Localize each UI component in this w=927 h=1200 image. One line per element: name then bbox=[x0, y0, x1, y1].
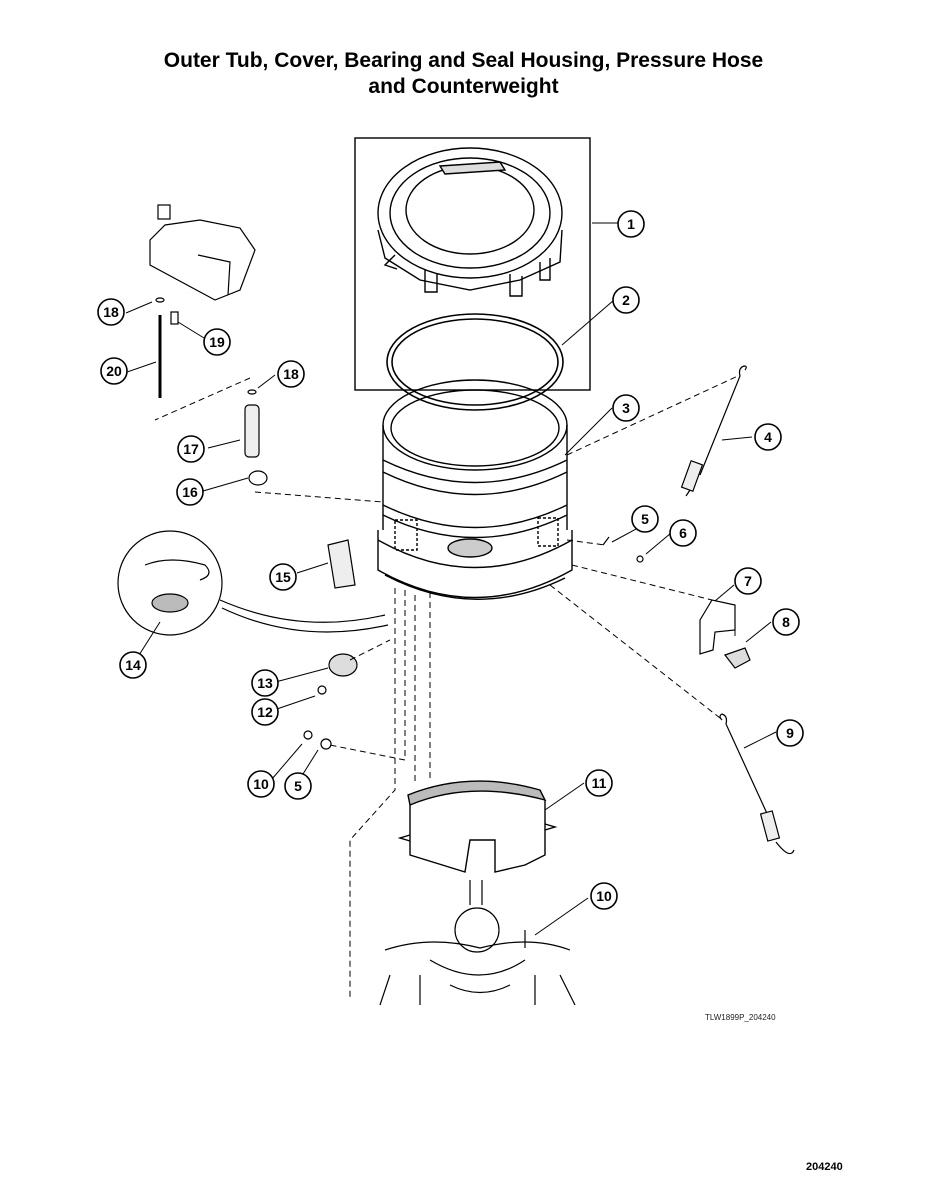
callout-1: 1 bbox=[617, 210, 645, 238]
callout-12: 12 bbox=[251, 698, 279, 726]
callout-circle bbox=[631, 505, 659, 533]
callout-circle bbox=[119, 651, 147, 679]
callout-10: 10 bbox=[247, 770, 275, 798]
callout-circle bbox=[100, 357, 128, 385]
callout-circle bbox=[177, 435, 205, 463]
callout-circle bbox=[590, 882, 618, 910]
callout-circle bbox=[776, 719, 804, 747]
callout-number: 5 bbox=[641, 511, 649, 527]
callout-circle bbox=[97, 298, 125, 326]
bearing-housing-lower bbox=[379, 880, 576, 1006]
clip-part bbox=[724, 647, 751, 669]
callout-16: 16 bbox=[176, 478, 204, 506]
callout-13: 13 bbox=[251, 669, 279, 697]
callout-7: 7 bbox=[734, 567, 762, 595]
callout-6: 6 bbox=[669, 519, 697, 547]
callout-circle bbox=[734, 567, 762, 595]
callout-3: 3 bbox=[612, 394, 640, 422]
callout-number: 1 bbox=[627, 216, 635, 232]
callout-number: 11 bbox=[592, 775, 607, 791]
callout-8: 8 bbox=[772, 608, 800, 636]
callout-number: 18 bbox=[103, 304, 119, 320]
callout-5: 5 bbox=[284, 772, 312, 800]
page-number: 204240 bbox=[806, 1161, 843, 1173]
callout-circle bbox=[176, 478, 204, 506]
callout-4: 4 bbox=[754, 423, 782, 451]
assembly-lines bbox=[154, 374, 741, 1000]
counterweight-part bbox=[397, 780, 558, 873]
callout-circle bbox=[754, 423, 782, 451]
callout-20: 20 bbox=[100, 357, 128, 385]
bracket-part bbox=[699, 599, 736, 655]
callout-number: 12 bbox=[257, 704, 273, 720]
outer-tub-part bbox=[377, 379, 573, 600]
callout-19: 19 bbox=[203, 328, 231, 356]
callout-circle bbox=[251, 698, 279, 726]
pressure-hose-group bbox=[149, 204, 268, 486]
callout-18: 18 bbox=[277, 360, 305, 388]
callout-number: 15 bbox=[275, 569, 291, 585]
callout-18: 18 bbox=[97, 298, 125, 326]
callout-number: 13 bbox=[257, 675, 273, 691]
callout-number: 3 bbox=[622, 400, 630, 416]
diagram-title: Outer Tub, Cover, Bearing and Seal Housi… bbox=[0, 48, 927, 100]
drawing-code: TLW1899P_204240 bbox=[705, 1013, 776, 1022]
bearing-housing-inset bbox=[117, 530, 389, 636]
callout-number: 9 bbox=[786, 725, 794, 741]
tub-cover-part bbox=[377, 147, 563, 297]
callout-number: 7 bbox=[744, 573, 752, 589]
tub-seal-ring bbox=[386, 313, 564, 411]
left-hardware-group bbox=[303, 653, 358, 750]
callout-circle bbox=[203, 328, 231, 356]
callout-number: 16 bbox=[182, 484, 198, 500]
suspension-spring-lower bbox=[719, 713, 795, 855]
callout-circle bbox=[247, 770, 275, 798]
callout-number: 20 bbox=[106, 363, 122, 379]
callout-2: 2 bbox=[612, 286, 640, 314]
callout-circle bbox=[617, 210, 645, 238]
callout-circle bbox=[251, 669, 279, 697]
callout-number: 5 bbox=[294, 778, 302, 794]
callout-circle bbox=[612, 394, 640, 422]
callout-11: 11 bbox=[585, 769, 613, 797]
callout-number: 14 bbox=[125, 657, 141, 673]
title-line-2: and Counterweight bbox=[368, 75, 559, 98]
title-line-1: Outer Tub, Cover, Bearing and Seal Housi… bbox=[163, 49, 764, 72]
callout-circle bbox=[269, 563, 297, 591]
callout-9: 9 bbox=[776, 719, 804, 747]
callout-circle bbox=[612, 286, 640, 314]
callout-number: 4 bbox=[764, 429, 772, 445]
callout-15: 15 bbox=[269, 563, 297, 591]
leader-lines bbox=[125, 222, 777, 936]
suspension-spring-upper bbox=[680, 365, 747, 497]
callout-number: 2 bbox=[622, 292, 630, 308]
callout-number: 10 bbox=[253, 776, 269, 792]
callout-number: 18 bbox=[283, 366, 299, 382]
callout-circle bbox=[277, 360, 305, 388]
callout-number: 8 bbox=[782, 614, 790, 630]
clip-and-screw-right bbox=[602, 536, 644, 563]
callout-circle bbox=[284, 772, 312, 800]
callout-number: 19 bbox=[209, 334, 225, 350]
callout-circle bbox=[669, 519, 697, 547]
callout-number: 6 bbox=[679, 525, 687, 541]
callout-number: 10 bbox=[596, 888, 612, 904]
callout-14: 14 bbox=[119, 651, 147, 679]
callout-circle bbox=[585, 769, 613, 797]
callout-circle bbox=[772, 608, 800, 636]
callout-10: 10 bbox=[590, 882, 618, 910]
warning-label-part bbox=[327, 539, 356, 589]
callout-number: 17 bbox=[183, 441, 199, 457]
callout-17: 17 bbox=[177, 435, 205, 463]
callout-5: 5 bbox=[631, 505, 659, 533]
